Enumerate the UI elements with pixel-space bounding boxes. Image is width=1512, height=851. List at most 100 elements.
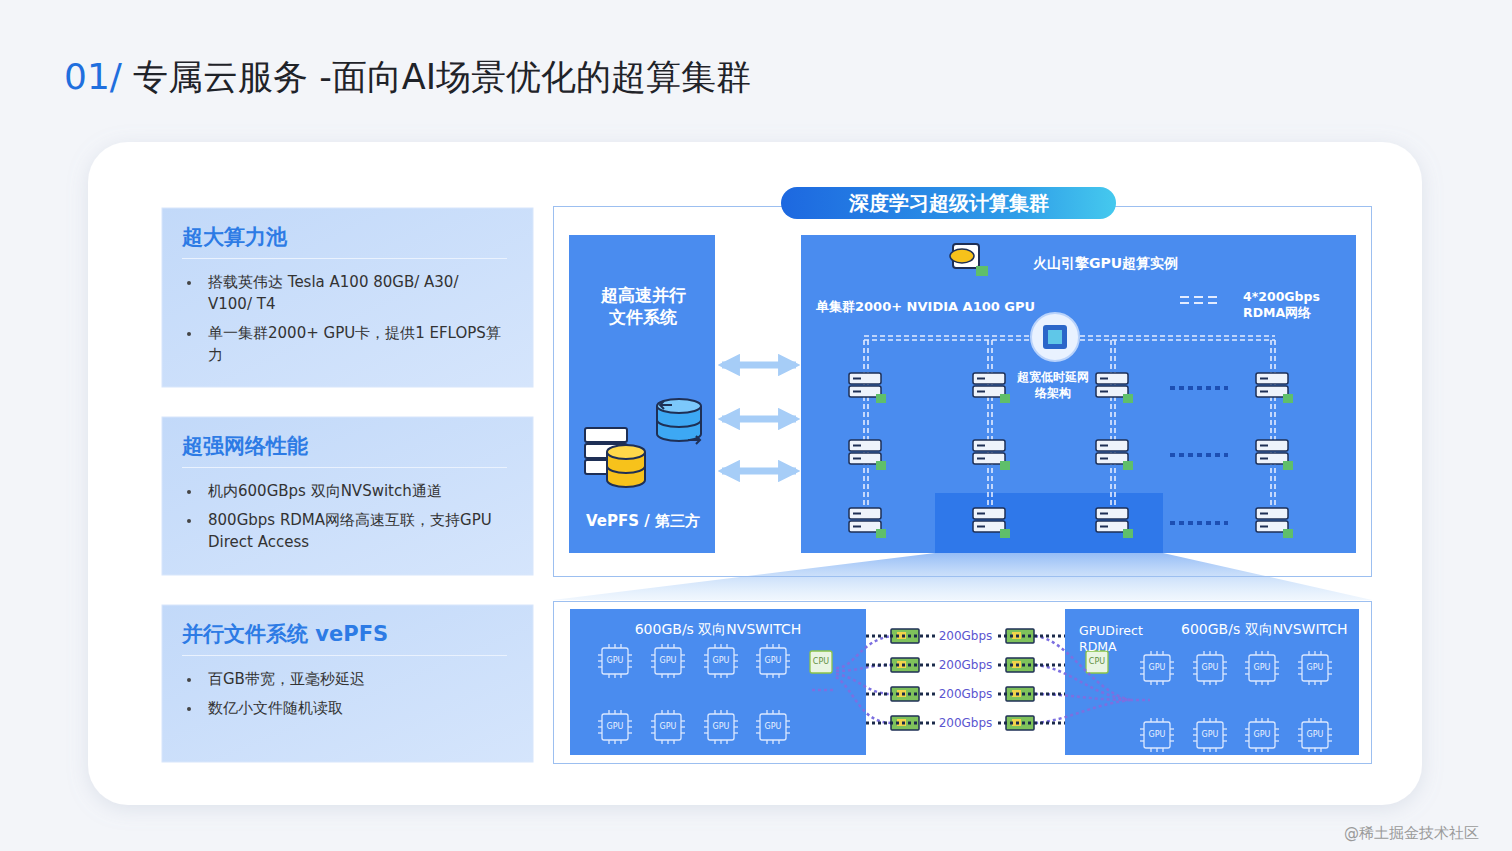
gpu-label: GPU — [762, 721, 784, 733]
shape — [620, 740, 621, 744]
highlight-block — [935, 493, 1163, 553]
shape — [1260, 458, 1268, 460]
shape — [598, 654, 602, 655]
shape — [1197, 722, 1223, 748]
shape — [628, 654, 632, 655]
shape — [1197, 655, 1223, 681]
server-icon — [1256, 508, 1293, 538]
shape — [1215, 748, 1216, 752]
shape — [1170, 734, 1174, 735]
process-box: 超高速并行文件系统VePFS / 第三方 — [570, 236, 716, 554]
shape — [1256, 508, 1288, 519]
shape — [1275, 667, 1279, 668]
box-label: 火山引擎GPU超算实例 — [1033, 253, 1178, 273]
shape — [1275, 728, 1279, 729]
shape — [1140, 740, 1144, 741]
shape — [977, 513, 985, 515]
shape — [704, 654, 708, 655]
shape — [1000, 394, 1010, 403]
shape — [1245, 667, 1249, 668]
shape — [867, 340, 869, 510]
shape — [651, 732, 655, 733]
shape — [1156, 748, 1157, 752]
shape — [734, 720, 738, 721]
gpu-label: GPU — [1199, 729, 1221, 741]
shape — [661, 644, 662, 648]
cpu-label: CPU — [1086, 656, 1108, 668]
shape — [1223, 740, 1227, 741]
shape — [1261, 718, 1262, 722]
double-arrow — [722, 468, 796, 475]
shape — [786, 726, 790, 727]
gpu-label: GPU — [710, 655, 732, 667]
shape — [1209, 718, 1210, 722]
gpu-chip — [1140, 651, 1174, 685]
card-ground — [162, 417, 533, 575]
gpu-chip — [704, 710, 738, 744]
shape — [734, 666, 738, 667]
shape — [991, 340, 993, 510]
shape — [667, 674, 668, 678]
shape — [1328, 661, 1332, 662]
shape — [1193, 734, 1197, 735]
main-panel — [88, 142, 1422, 805]
shape — [1328, 740, 1332, 741]
process-box: 火山引擎GPU超算实例单集群2000+ NVIDIA A100 GPU — [802, 236, 1357, 554]
gpu-chip — [1193, 651, 1227, 685]
shape — [614, 710, 615, 714]
shape — [1123, 394, 1133, 403]
shape — [1298, 667, 1302, 668]
shape — [1100, 458, 1108, 460]
gpu-chip — [1245, 718, 1279, 752]
shape — [681, 660, 685, 661]
more-dots — [1170, 453, 1228, 457]
gpu-label: GPU — [1251, 662, 1273, 674]
shape — [772, 740, 773, 744]
shape — [734, 732, 738, 733]
shape — [714, 710, 715, 714]
edge-label: 200Gbps — [936, 658, 996, 672]
shape — [977, 445, 985, 447]
shape — [1283, 461, 1293, 470]
shape — [661, 740, 662, 744]
shape — [1123, 529, 1133, 538]
shape — [786, 654, 790, 655]
shape — [1308, 748, 1309, 752]
shape — [1267, 651, 1268, 655]
page-title: 专属云服务 -面向AI场景优化的超算集群 — [133, 54, 751, 100]
shape — [1275, 661, 1279, 662]
shape — [1156, 718, 1157, 722]
shape — [786, 666, 790, 667]
cluster-heading: 深度学习超级计算集群 — [781, 187, 1116, 219]
double-arrow — [722, 416, 796, 423]
gpu-chip — [704, 644, 738, 678]
server-icon — [849, 508, 886, 538]
shape — [853, 526, 861, 528]
shape — [1170, 673, 1174, 674]
server-icon — [849, 440, 886, 470]
shape — [628, 666, 632, 667]
shape — [1100, 445, 1108, 447]
shape — [1261, 681, 1262, 685]
shape — [1274, 340, 1276, 510]
gpu-chip — [1298, 651, 1332, 685]
card-ground — [162, 208, 533, 387]
shape — [1255, 748, 1256, 752]
double-arrow — [722, 362, 796, 369]
shape — [1140, 673, 1144, 674]
shape — [977, 458, 985, 460]
hub-chip — [1031, 313, 1079, 361]
shape — [1140, 734, 1144, 735]
shape — [1209, 651, 1210, 655]
edge-label: 200Gbps — [936, 629, 996, 643]
shape — [1223, 667, 1227, 668]
shape — [667, 740, 668, 744]
shape — [1314, 651, 1315, 655]
shape — [1255, 681, 1256, 685]
shape — [760, 648, 786, 674]
shape — [628, 726, 632, 727]
shape — [853, 378, 861, 380]
gpu-label: GPU — [710, 721, 732, 733]
shape — [620, 674, 621, 678]
